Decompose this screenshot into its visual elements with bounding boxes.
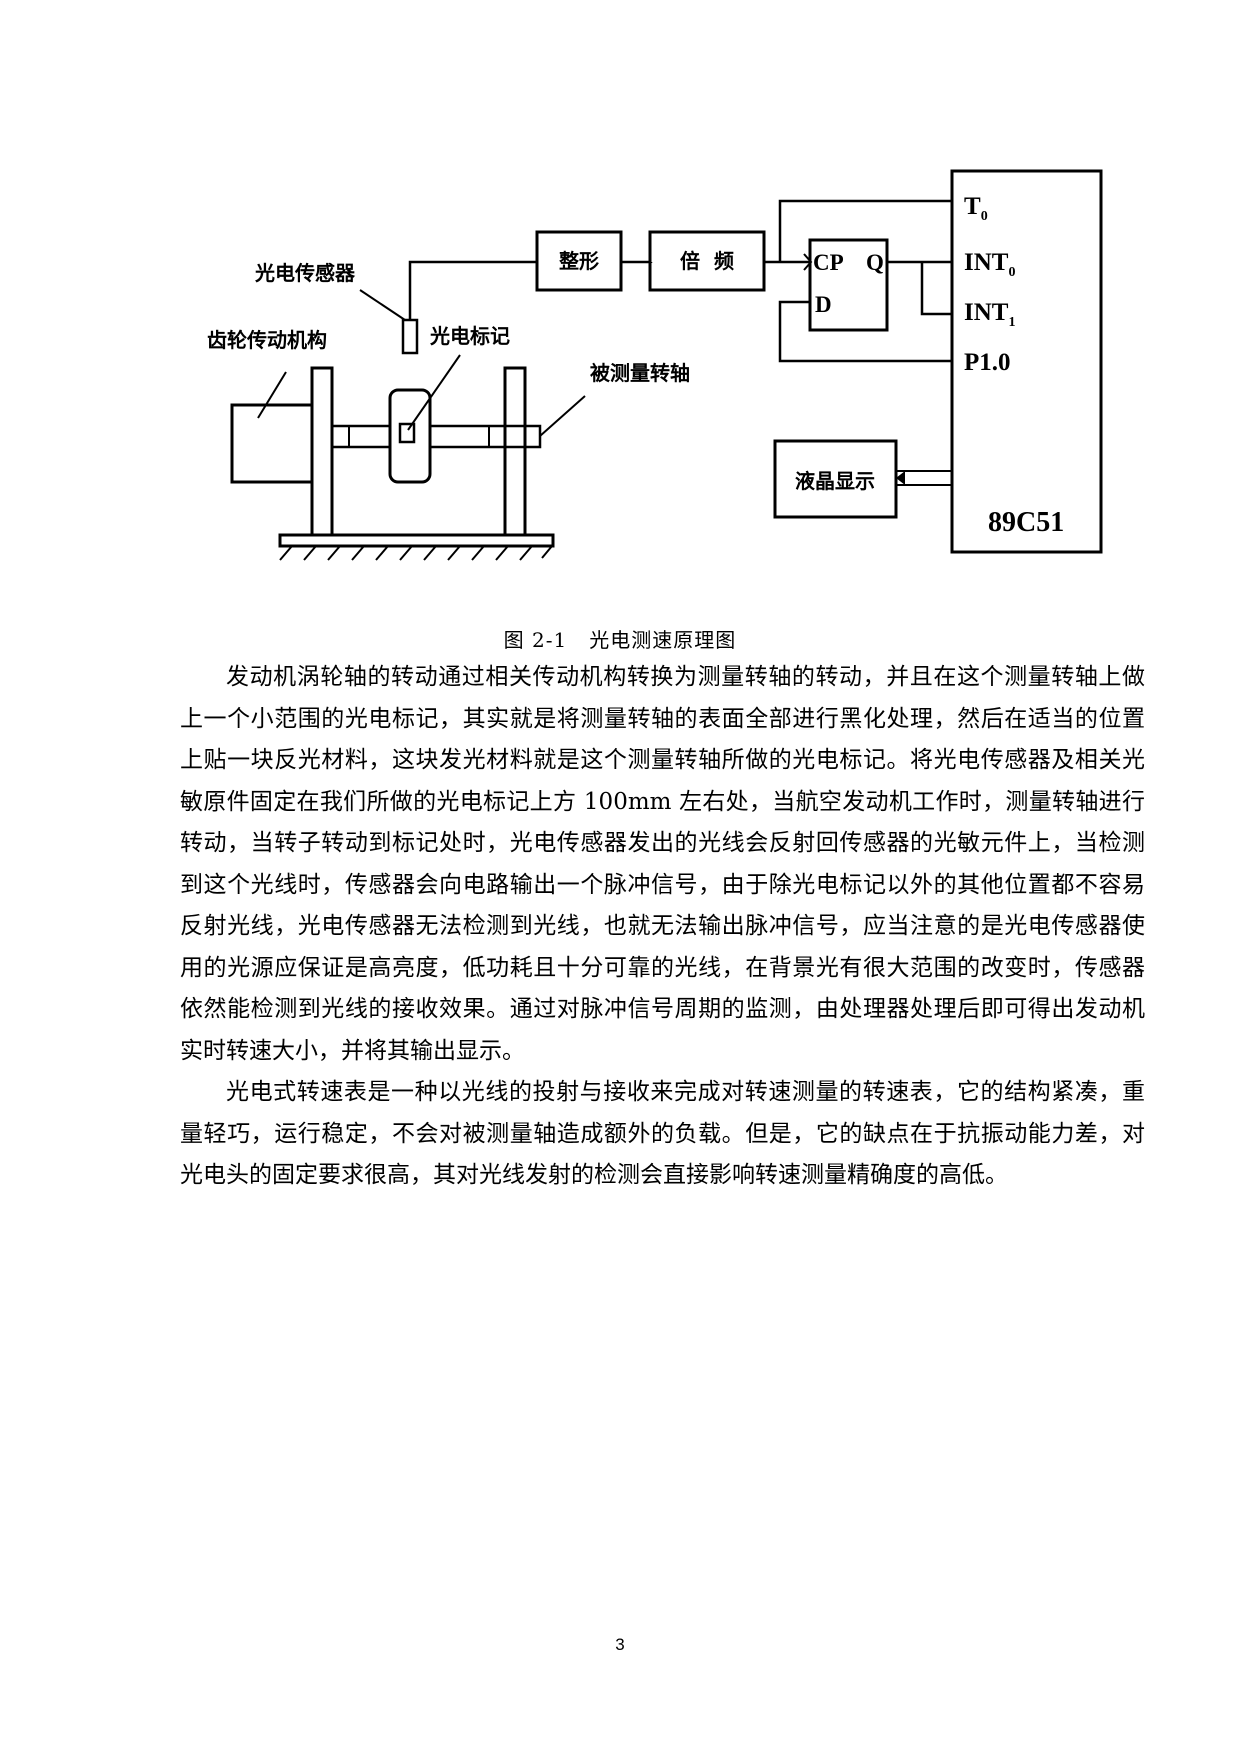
label-ff-d: D <box>815 292 832 317</box>
pin-int1: INT1 <box>964 299 1015 330</box>
photoelectric-sensor <box>401 318 419 355</box>
label-ff-q: Q <box>866 250 884 275</box>
pin-p10: P1.0 <box>964 349 1011 376</box>
measured-shaft <box>330 424 542 449</box>
shaft-disc <box>388 388 432 484</box>
label-gear-drive: 齿轮传动机构 <box>207 328 327 352</box>
paragraph: 光电式转速表是一种以光线的投射与接收来完成对转速测量的转速表，它的结构紧凑，重量… <box>180 1079 1145 1188</box>
right-support <box>503 366 527 537</box>
label-measured-shaft: 被测量转轴 <box>590 361 690 385</box>
label-shaping: 整形 <box>558 249 599 273</box>
page-number: 3 <box>615 1635 625 1654</box>
lcd-box <box>773 439 898 519</box>
photoelectric-mark <box>398 422 416 444</box>
label-multiplier: 倍 频 <box>680 249 734 273</box>
multiplier-box <box>648 230 766 292</box>
figure-caption: 图 2-1 光电测速原理图 <box>503 628 737 652</box>
label-mcu: 89C51 <box>988 507 1064 538</box>
gear-drive-box <box>230 403 314 484</box>
label-sensor: 光电传感器 <box>254 261 356 285</box>
ground-hatching <box>279 545 553 561</box>
pin-int0: INT0 <box>964 249 1015 280</box>
label-lcd: 液晶显示 <box>795 469 875 493</box>
mcu-box <box>950 169 1103 554</box>
base-plate <box>278 533 555 548</box>
paragraph: 发动机涡轮轴的转动通过相关传动机构转换为测量转轴的转动，并且在这个测量转轴上做上… <box>180 664 1145 1064</box>
pin-t0: T0 <box>964 193 988 224</box>
left-support <box>310 366 334 537</box>
flip-flop-box <box>808 238 889 332</box>
label-photoelectric-mark: 光电标记 <box>429 324 510 348</box>
shaping-box <box>535 230 623 292</box>
label-ff-cp: CP <box>813 250 844 275</box>
body-text: 发动机涡轮轴的转动通过相关传动机构转换为测量转轴的转动，并且在这个测量转轴上做上… <box>180 657 1145 1197</box>
photoelectric-speed-diagram: 光电传感器 齿轮传动机构 光电标记 被测量转轴 整形 倍 频 液晶显示 CP Q… <box>207 169 1103 561</box>
